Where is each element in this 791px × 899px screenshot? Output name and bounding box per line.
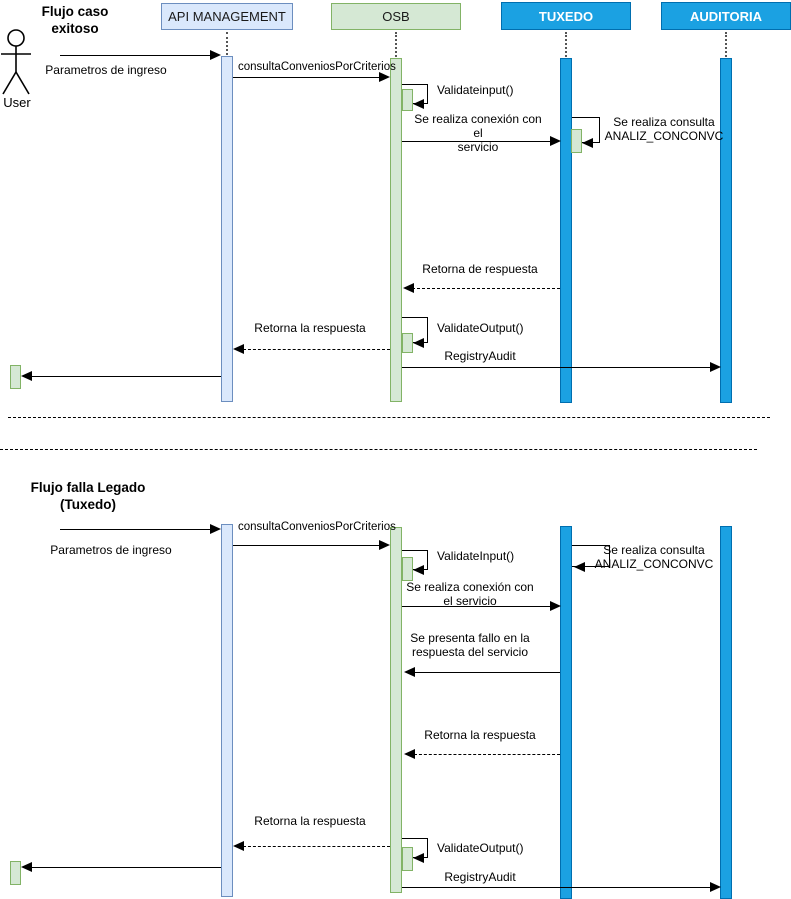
arrowhead (413, 565, 424, 575)
message-label-fallo-flow2: Se presenta fallo en la respuesta del se… (410, 631, 530, 660)
nested-activation-osb-flow1-b (402, 333, 413, 353)
message-label-conexion-flow2: Se realiza conexión con el servicio (406, 580, 534, 609)
activation-bar-api-flow1 (221, 56, 233, 402)
message-line-retorna-tuxedo-flow2 (414, 754, 560, 755)
nested-activation-osb-flow2-b (402, 847, 413, 871)
participant-header-osb: OSB (331, 3, 461, 30)
message-line-retorna-la-respuesta-flow1 (243, 349, 390, 350)
arrowhead (413, 853, 424, 863)
message-line-registryaudit-flow2 (402, 887, 710, 888)
message-label-registryaudit-flow1: RegistryAudit (444, 349, 516, 363)
message-line-retorna-api-flow2 (243, 846, 390, 847)
arrowhead (233, 344, 244, 354)
message-label-conexion-flow1: Se realiza conexión con el servicio (414, 112, 542, 155)
message-line-consulta-flow1 (233, 77, 379, 78)
message-line-registryaudit-flow1 (402, 367, 710, 368)
message-label-consulta-flow2: consultaConveniosPorCriterios (238, 521, 396, 533)
message-label-consulta-analiz-flow2: Se realiza consulta ANALIZ_CONCONVC (594, 543, 714, 572)
message-line-return-user-flow2 (31, 867, 221, 868)
arrowhead (582, 138, 593, 148)
arrowhead (710, 882, 721, 892)
user-label: User (3, 95, 31, 110)
message-label-registryaudit-flow2: RegistryAudit (444, 870, 516, 884)
participant-header-tuxedo: TUXEDO (501, 2, 631, 30)
activation-bar-osb-flow1 (390, 58, 402, 402)
lifeline-dots-auditoria (725, 32, 727, 57)
message-label-consulta-analiz-flow1: Se realiza consulta ANALIZ_CONCONVC (604, 115, 724, 144)
arrowhead (550, 136, 561, 146)
activation-bar-api-flow2 (221, 524, 233, 897)
message-label-validateinput-flow1: Validateinput() (437, 83, 514, 97)
arrowhead (233, 841, 244, 851)
separator-line-1 (8, 417, 770, 418)
message-line-retorna-respuesta-flow1 (412, 288, 560, 289)
arrowhead (379, 72, 390, 82)
message-label-params-flow2: Parametros de ingreso (50, 543, 172, 557)
message-label-validateoutput-flow1: ValidateOutput() (437, 321, 524, 335)
arrowhead (210, 524, 221, 534)
flow1-title: Flujo caso exitoso (41, 4, 109, 36)
activation-bar-auditoria-flow1 (720, 58, 732, 403)
arrowhead (404, 667, 415, 677)
user-actor-icon (1, 29, 31, 95)
nested-activation-tuxedo-flow1 (571, 129, 582, 153)
arrowhead (210, 50, 221, 60)
message-line-conexion-flow1 (402, 141, 550, 142)
return-target-box-flow2 (10, 861, 21, 885)
arrowhead (550, 601, 561, 611)
participant-header-api: API MANAGEMENT (161, 3, 293, 30)
message-line-consulta-flow2 (233, 545, 379, 546)
activation-bar-tuxedo-flow2 (560, 526, 572, 899)
message-label-validateinput-flow2: ValidateInput() (437, 549, 515, 563)
arrowhead (379, 540, 390, 550)
message-label-consulta-flow1: consultaConveniosPorCriterios (238, 61, 396, 73)
message-label-retorna-tuxedo-flow2: Retorna la respuesta (424, 728, 536, 742)
lifeline-dots-tuxedo (565, 32, 567, 57)
lifeline-dots-osb (395, 32, 397, 57)
arrowhead (413, 99, 424, 109)
arrowhead (404, 749, 415, 759)
participant-header-auditoria: AUDITORIA (661, 2, 791, 30)
nested-activation-osb-flow1-a (402, 89, 413, 111)
message-line-return-user-flow1 (31, 376, 221, 377)
activation-bar-tuxedo-flow1 (560, 58, 572, 403)
arrowhead (403, 283, 414, 293)
message-line-params-flow1 (60, 55, 210, 56)
return-target-box-flow1 (10, 365, 21, 389)
separator-line-2 (0, 449, 757, 450)
arrowhead (710, 362, 721, 372)
arrowhead (21, 862, 32, 872)
selfcall-loop-consulta-flow2 (572, 545, 610, 567)
message-line-conexion-flow2 (402, 606, 550, 607)
arrowhead (413, 338, 424, 348)
message-line-fallo-flow2 (414, 672, 560, 673)
lifeline-dots-api (226, 32, 228, 55)
message-label-validateoutput-flow2: ValidateOutput() (437, 841, 524, 855)
arrowhead (574, 562, 585, 572)
message-label-retorna-api-flow2: Retorna la respuesta (254, 814, 366, 828)
message-label-retorna-la-respuesta-flow1: Retorna la respuesta (254, 321, 366, 335)
message-line-params-flow2 (60, 529, 210, 530)
activation-bar-auditoria-flow2 (720, 526, 732, 899)
message-label-params-flow1: Parametros de ingreso (45, 63, 167, 77)
nested-activation-osb-flow2-a (402, 557, 413, 581)
flow2-title: Flujo falla Legado (Tuxedo) (30, 480, 146, 512)
arrowhead (21, 371, 32, 381)
message-label-retorna-respuesta-flow1: Retorna de respuesta (422, 262, 538, 276)
activation-bar-osb-flow2 (390, 527, 402, 893)
